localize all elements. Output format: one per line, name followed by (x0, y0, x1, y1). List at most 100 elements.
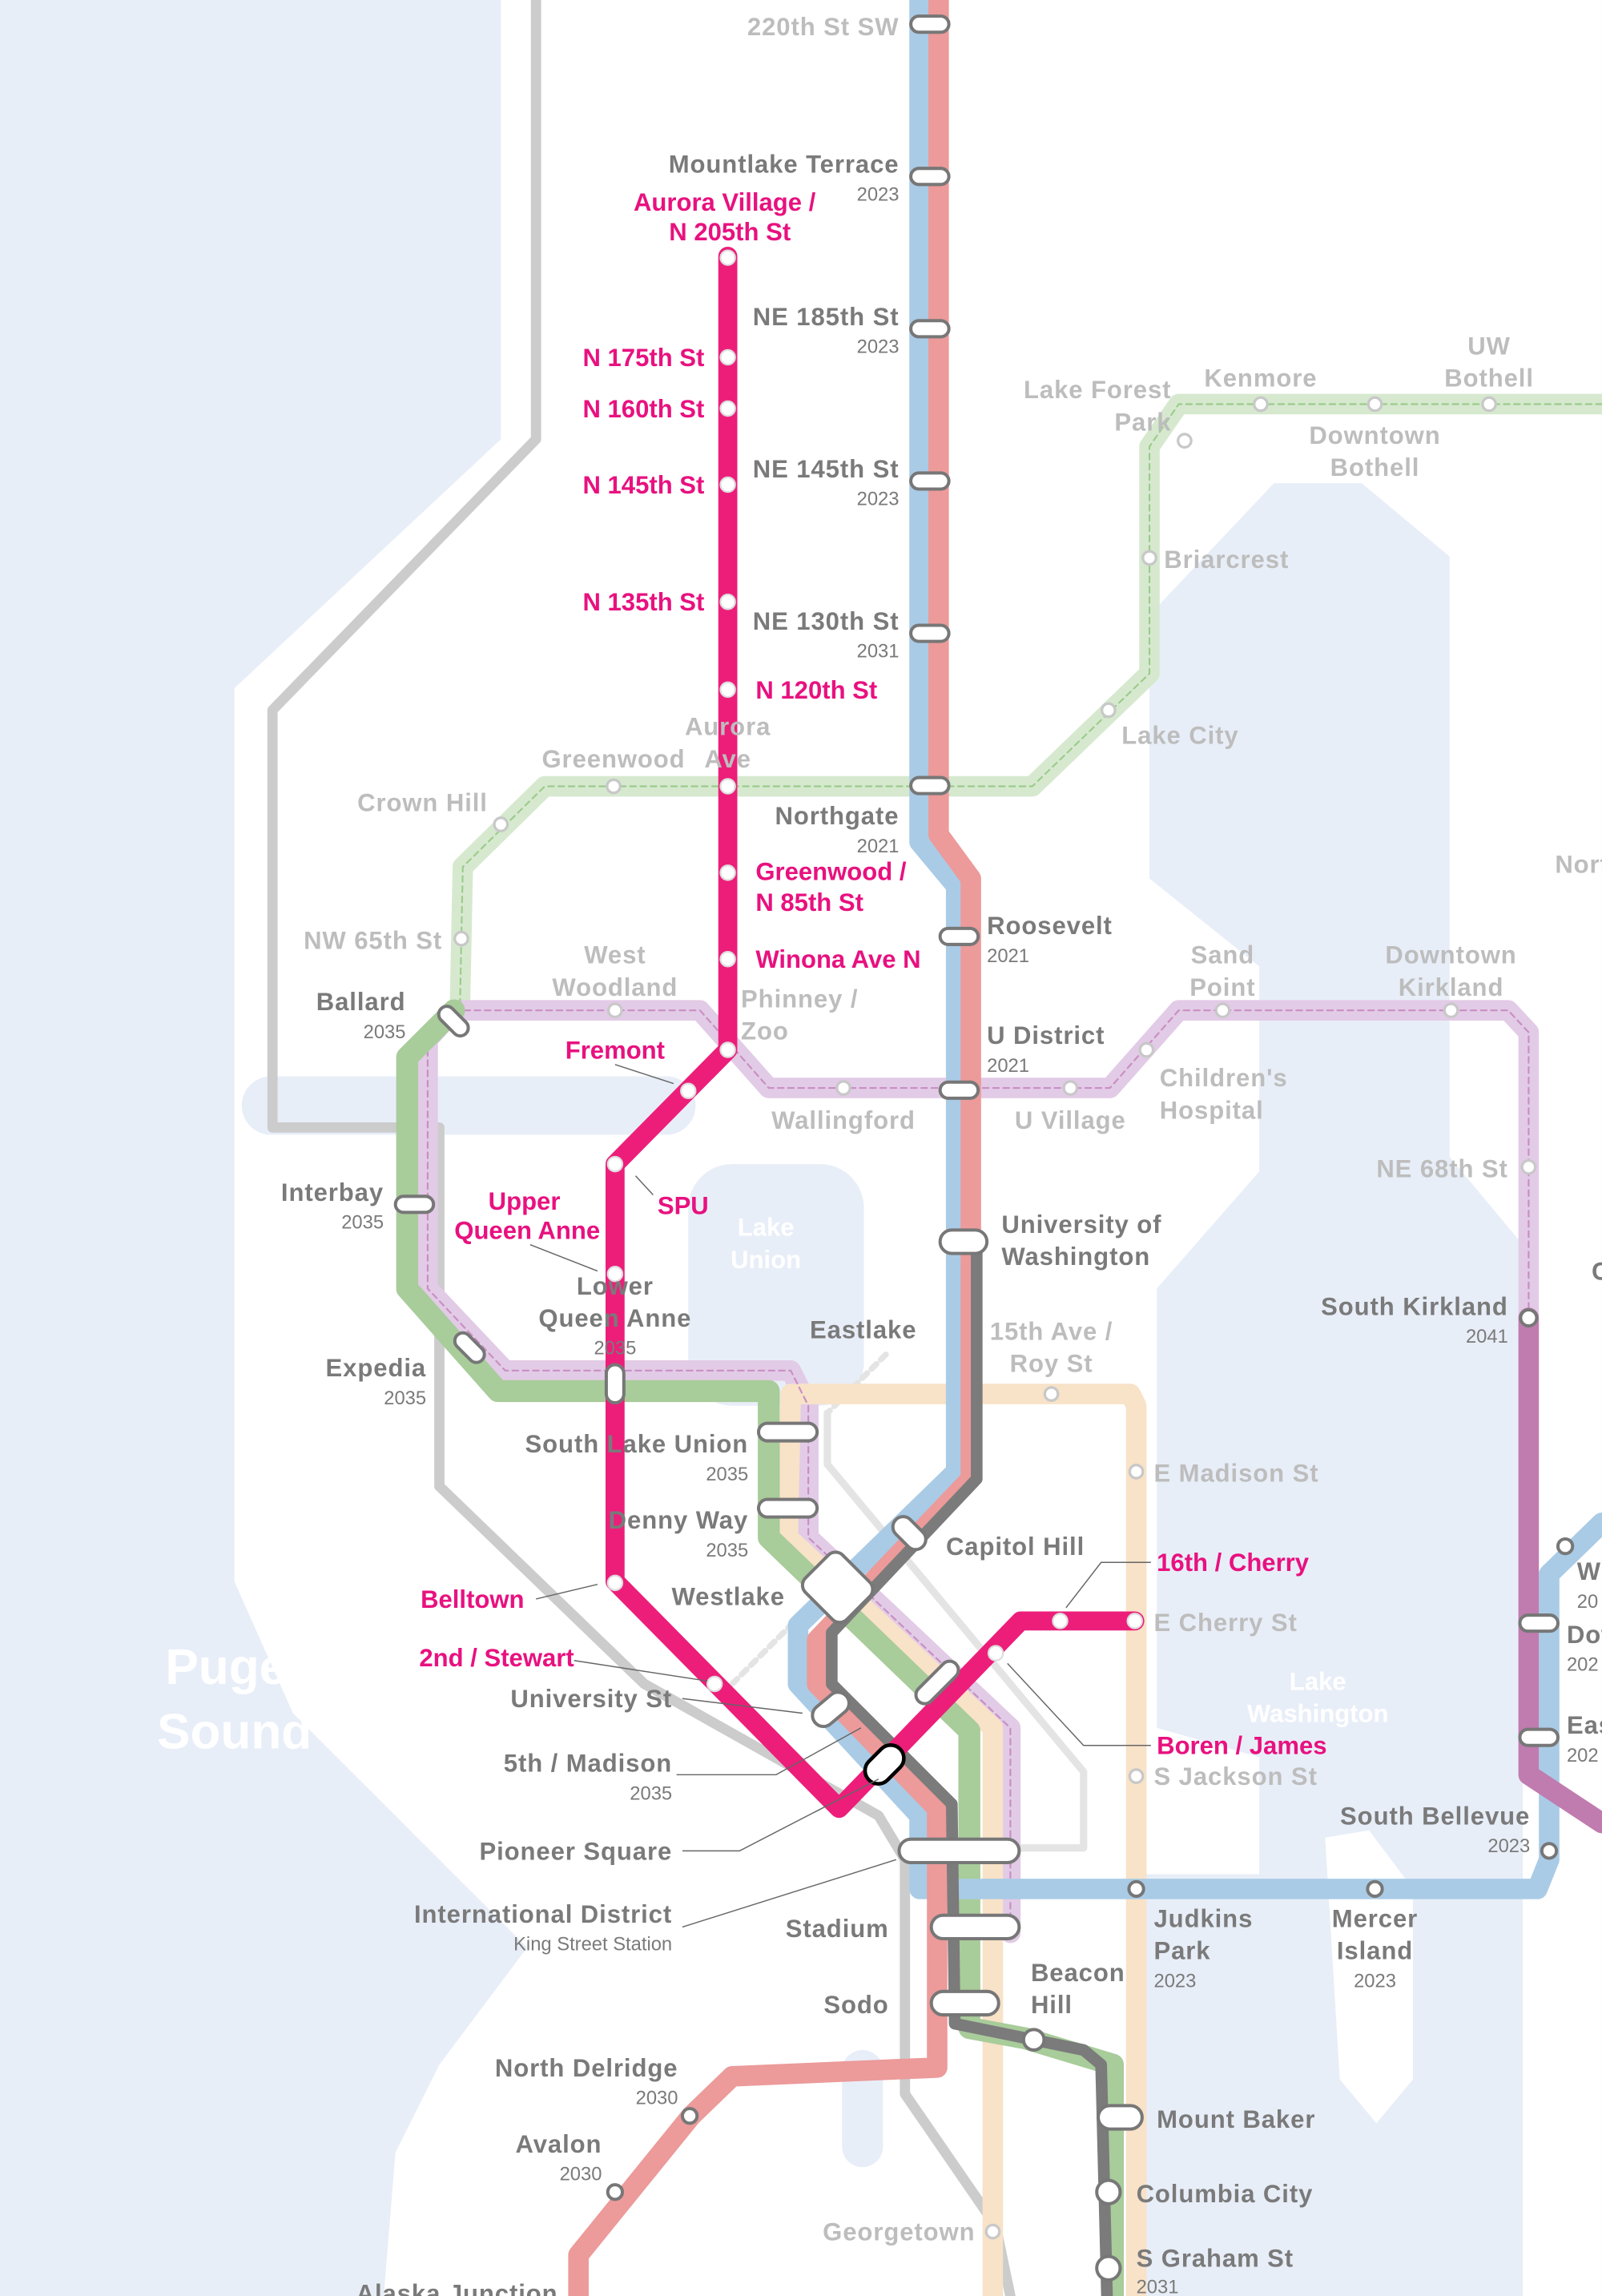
station-label[interactable]: Interbay (281, 1178, 384, 1206)
future-station-label[interactable]: Zoo (741, 1017, 789, 1045)
station-label[interactable]: S Graham St (1137, 2244, 1294, 2272)
station-label[interactable]: International District (414, 1900, 672, 1928)
magenta-station-label[interactable]: SPU (658, 1191, 709, 1219)
station-label[interactable]: Washington (1001, 1243, 1150, 1271)
station-marker[interactable] (1366, 1879, 1384, 1899)
station-marker[interactable] (938, 926, 980, 946)
station-label[interactable]: Stadium (786, 1915, 889, 1943)
station-label[interactable]: Pioneer Square (479, 1837, 672, 1865)
station-marker[interactable] (606, 2183, 625, 2201)
station-label[interactable]: Park (1154, 1937, 1211, 1965)
future-station-label[interactable]: Wallingford (771, 1106, 916, 1134)
station-marker[interactable] (1556, 1537, 1575, 1556)
future-station-label[interactable]: Aurora (685, 713, 771, 741)
future-station-label[interactable]: 15th Ave / (990, 1317, 1113, 1345)
future-station-label[interactable]: Children's (1160, 1064, 1288, 1092)
station-marker[interactable] (938, 1228, 989, 1255)
station-label[interactable]: 220th St SW (747, 13, 900, 41)
station-label[interactable]: Mountlake Terrace (669, 151, 900, 179)
station-marker[interactable] (452, 1330, 488, 1366)
station-marker[interactable] (888, 1513, 930, 1554)
station-marker[interactable] (938, 1080, 980, 1100)
station-marker[interactable] (909, 775, 951, 796)
magenta-station-label[interactable]: N 85th St (755, 888, 863, 916)
station-marker[interactable] (1127, 1879, 1145, 1899)
station-marker[interactable] (912, 1658, 962, 1707)
future-station-label[interactable]: Kirkland (1399, 973, 1504, 1001)
future-station-label[interactable]: Downtown (1309, 421, 1440, 449)
station-marker[interactable] (1097, 2104, 1144, 2131)
magenta-station-label[interactable]: Fremont (566, 1037, 665, 1065)
station-label[interactable]: Columbia City (1137, 2180, 1314, 2208)
future-station-label[interactable]: Park (1114, 408, 1171, 436)
station-label[interactable]: South Kirkland (1321, 1292, 1508, 1320)
station-label[interactable]: NE 145th St (753, 455, 900, 483)
future-station-label[interactable]: UW (1467, 332, 1511, 360)
station-label[interactable]: Ballard (316, 988, 406, 1016)
station-label[interactable]: Capitol Hill (946, 1533, 1085, 1561)
station-marker[interactable] (436, 1003, 472, 1039)
station-label[interactable]: Dow (1567, 1621, 1602, 1649)
magenta-station-label[interactable]: 16th / Cherry (1157, 1549, 1310, 1577)
station-label[interactable]: Expedia (326, 1354, 427, 1382)
station-marker[interactable] (1518, 1613, 1560, 1633)
future-station-label[interactable]: Bothell (1444, 365, 1534, 393)
magenta-station-label[interactable]: Winona Ave N (755, 945, 920, 973)
station-marker[interactable] (909, 167, 951, 187)
magenta-station-label[interactable]: Aurora Village / (634, 188, 816, 216)
future-station-label[interactable]: Woodland (552, 973, 678, 1001)
future-station-label[interactable]: Kenmore (1204, 365, 1317, 393)
station-marker[interactable] (909, 471, 951, 491)
future-station-label[interactable]: Sand (1191, 941, 1255, 969)
station-label[interactable]: NE 185th St (753, 303, 900, 331)
station-label[interactable]: Alaska Junction (356, 2279, 558, 2296)
station-label[interactable]: Sodo (823, 1991, 888, 2019)
station-label[interactable]: U District (987, 1021, 1105, 1049)
station-label[interactable]: University of (1001, 1210, 1161, 1239)
station-marker[interactable] (1518, 1727, 1560, 1747)
station-marker[interactable] (393, 1194, 436, 1214)
future-station-label[interactable]: Briarcrest (1164, 546, 1289, 574)
magenta-station-label[interactable]: N 205th St (669, 218, 791, 246)
station-label[interactable]: Lower (577, 1272, 654, 1300)
future-station-label[interactable]: Greenwood (541, 745, 685, 773)
magenta-station-label[interactable]: N 135th St (582, 588, 704, 616)
station-label[interactable]: Mount Baker (1157, 2105, 1315, 2133)
future-station-label[interactable]: Point (1189, 973, 1255, 1001)
future-station-label[interactable]: Lake Forest (1024, 376, 1171, 404)
station-label[interactable]: Island (1337, 1937, 1413, 1965)
station-label[interactable]: Hill (1031, 1991, 1073, 2019)
station-label[interactable]: Eas (1567, 1711, 1602, 1739)
future-station-label[interactable]: Phinney / (741, 985, 858, 1013)
station-marker[interactable] (1095, 2254, 1122, 2282)
station-label[interactable]: North Delridge (495, 2054, 678, 2082)
station-label[interactable]: Eastlake (810, 1316, 916, 1344)
station-label[interactable]: Avalon (516, 2130, 602, 2158)
magenta-station-label[interactable]: N 120th St (755, 676, 877, 704)
magenta-station-label[interactable]: N 160th St (582, 395, 704, 423)
station-marker[interactable] (909, 14, 951, 34)
future-station-label[interactable]: Bothell (1330, 453, 1420, 481)
station-label[interactable]: Mercer (1332, 1904, 1418, 1932)
station-label[interactable]: NE 130th St (753, 607, 900, 635)
station-label[interactable]: C (1592, 1258, 1602, 1286)
magenta-station-label[interactable]: Queen Anne (454, 1216, 600, 1244)
future-station-label[interactable]: E Cherry St (1154, 1609, 1298, 1637)
future-station-label[interactable]: NE 68th St (1376, 1155, 1507, 1183)
station-marker[interactable] (604, 1363, 626, 1405)
station-marker[interactable] (929, 1913, 1021, 1941)
station-marker[interactable] (1021, 2028, 1046, 2052)
future-station-label[interactable]: U Village (1015, 1106, 1126, 1134)
future-station-label[interactable]: Ave (704, 745, 751, 773)
station-label[interactable]: Beacon (1031, 1959, 1125, 1987)
station-marker[interactable] (756, 1421, 819, 1443)
station-marker[interactable] (929, 1989, 1000, 2017)
station-label[interactable]: University St (510, 1685, 672, 1713)
station-label[interactable]: Nort (1555, 850, 1602, 878)
future-station-label[interactable]: Lake City (1121, 722, 1238, 750)
station-label[interactable]: South Bellevue (1340, 1802, 1530, 1830)
station-marker[interactable] (756, 1497, 819, 1519)
station-label[interactable]: Roosevelt (987, 912, 1113, 940)
station-label[interactable]: South Lake Union (525, 1430, 749, 1458)
future-station-label[interactable]: S Jackson St (1154, 1762, 1318, 1790)
